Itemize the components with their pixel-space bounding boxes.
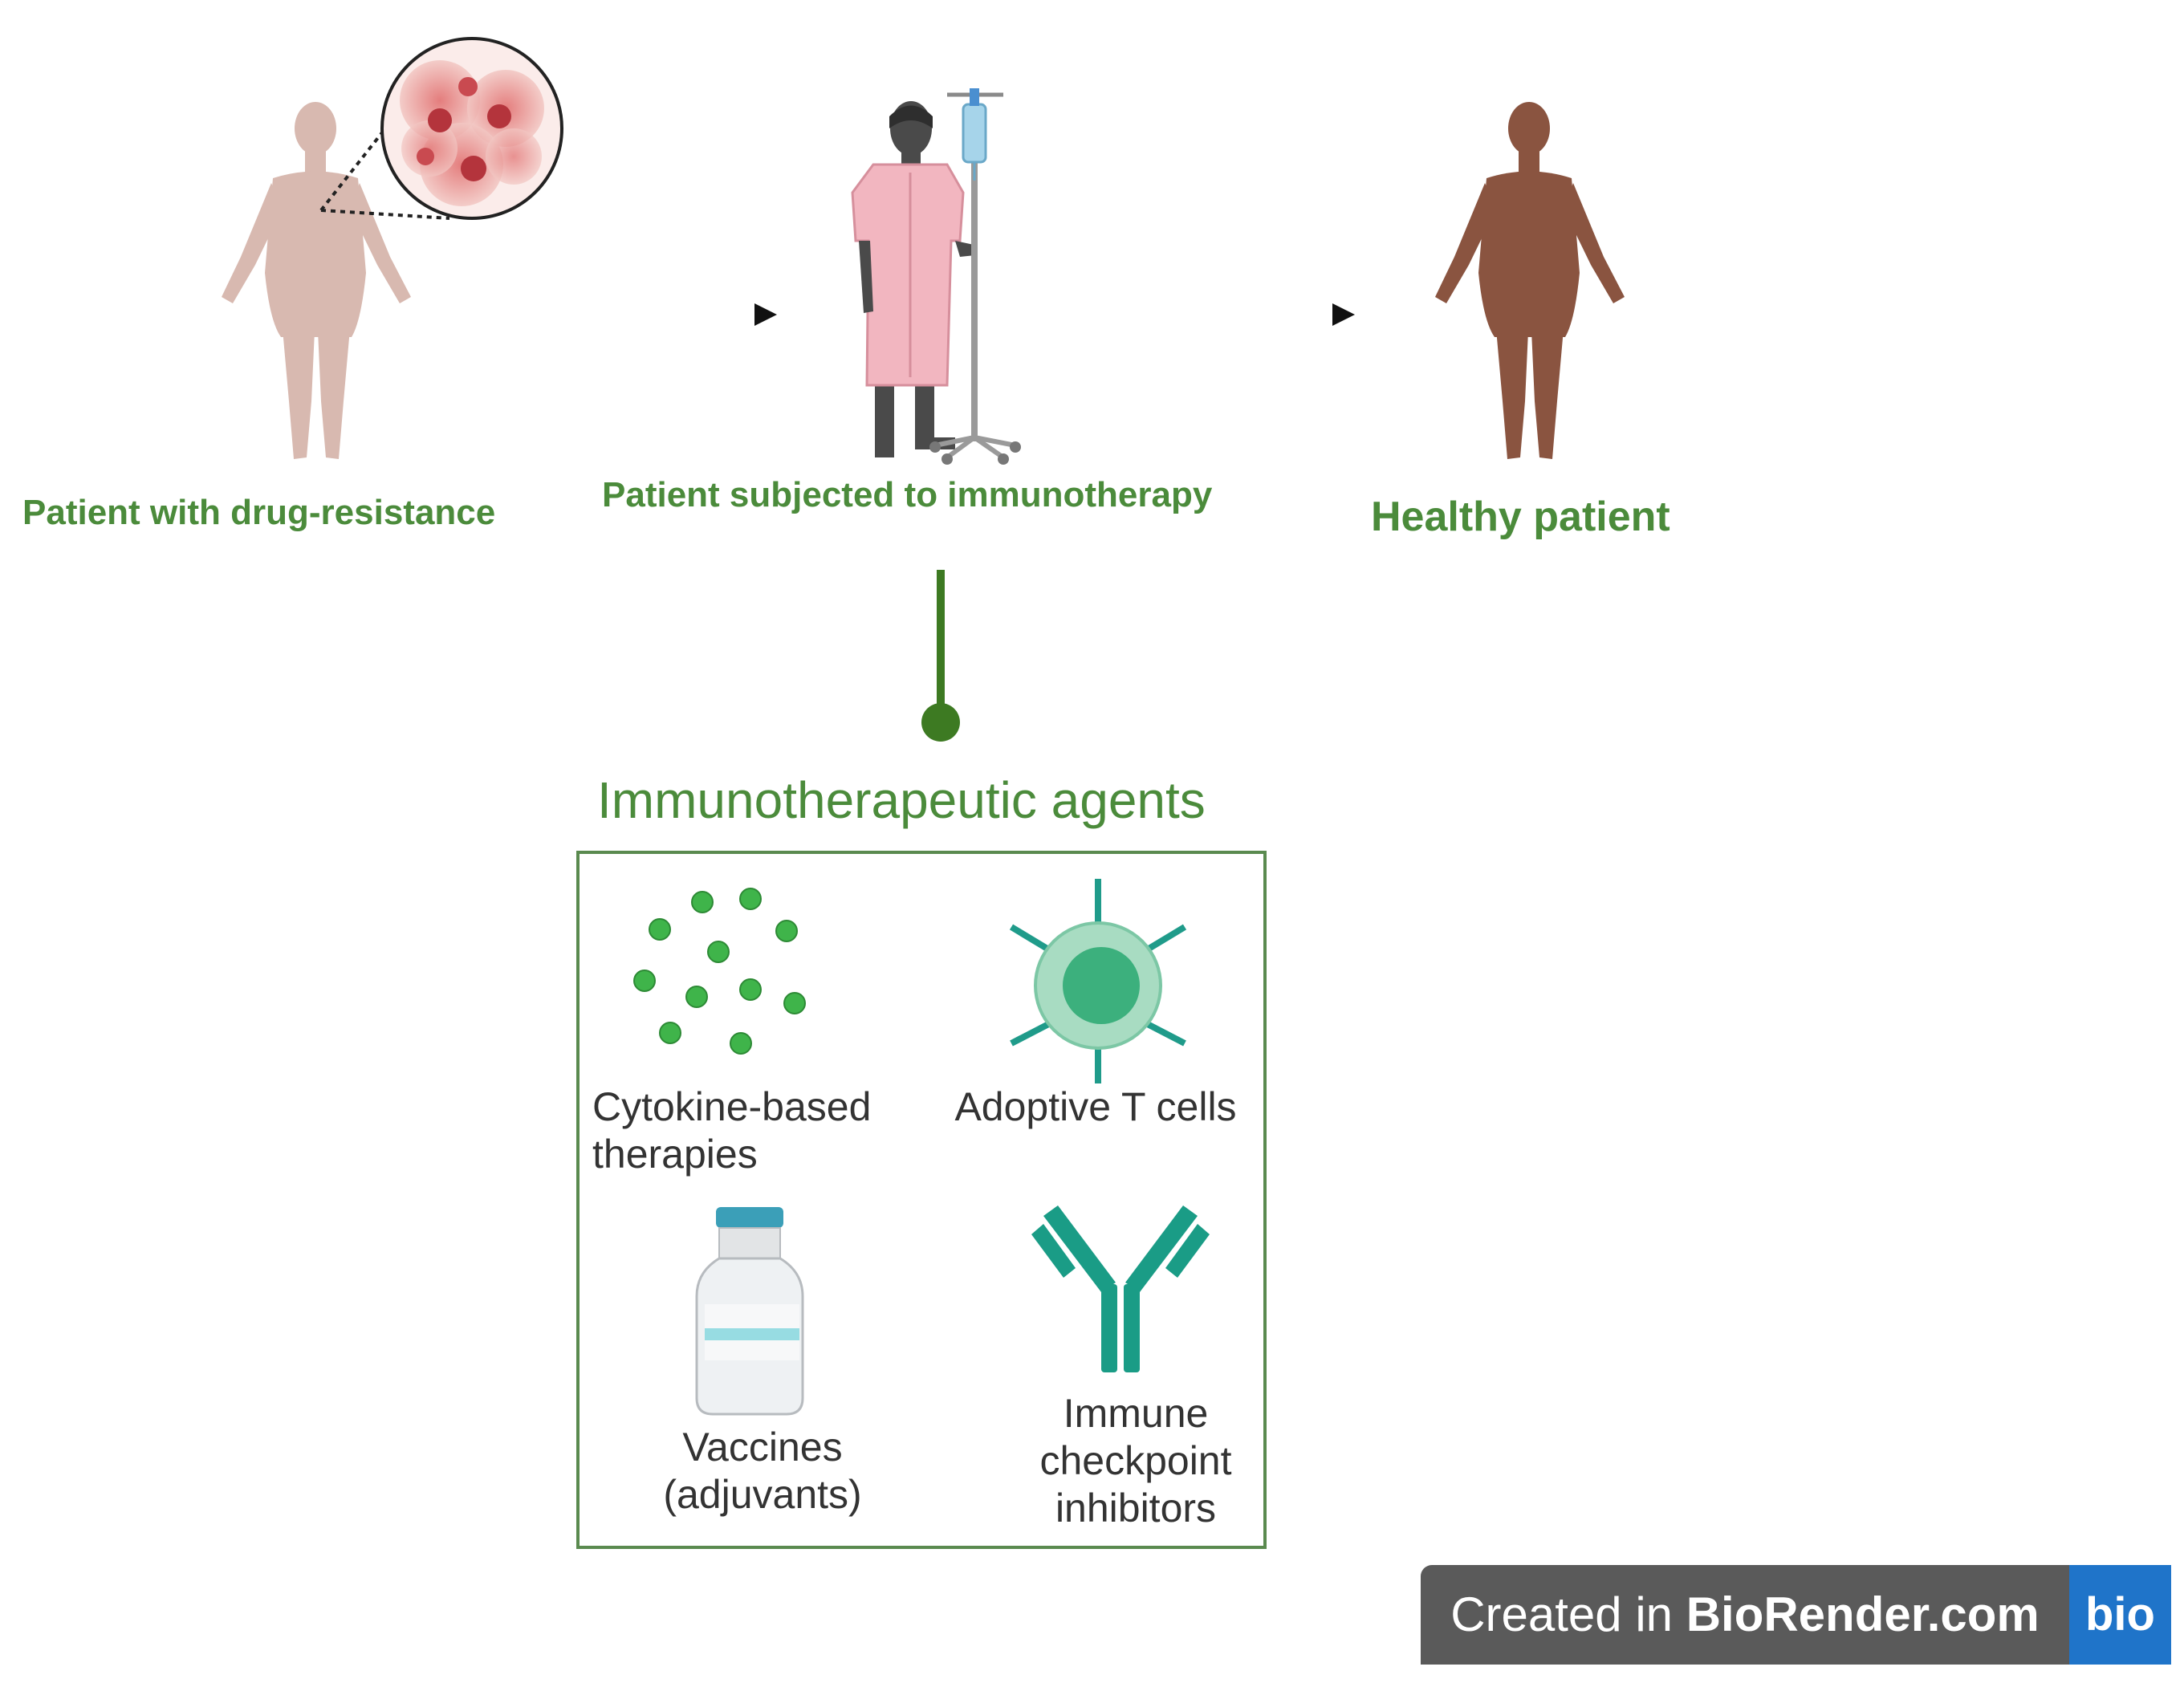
- agent-label-line: Adoptive T cells: [954, 1084, 1237, 1129]
- cytokine-dots-icon: [633, 888, 806, 1055]
- agents-connector-node: [921, 703, 960, 742]
- zoom-callout-lines: [319, 119, 450, 220]
- patient-therapy-figure-icon: [851, 101, 978, 457]
- agent-label-line: (adjuvants): [663, 1472, 862, 1517]
- agent-label-cytokine: Cytokine-based therapies: [592, 1083, 897, 1178]
- vaccine-vial-icon: [695, 1207, 804, 1416]
- patient-healthy-figure-icon: [1435, 102, 1625, 459]
- t-cell-icon: [1009, 879, 1187, 1083]
- patient-resistant-figure-icon: [222, 102, 411, 459]
- tumor-cells-icon: [380, 37, 563, 220]
- agent-label-line: Cytokine-based: [592, 1084, 872, 1129]
- agent-label-vaccines: Vaccines (adjuvants): [610, 1424, 915, 1518]
- agents-box: [576, 851, 1267, 1549]
- agent-label-t-cells: Adoptive T cells: [931, 1083, 1260, 1131]
- patient-therapy-label: Patient subjected to immunotherapy: [602, 475, 1213, 514]
- biorender-logo-icon: bio: [2069, 1565, 2171, 1665]
- agent-label-line: Immune: [1063, 1391, 1209, 1436]
- badge-brand: BioRender.com: [1686, 1587, 2040, 1641]
- patient-resistant-label: Patient with drug-resistance: [22, 493, 496, 532]
- patient-healthy-label: Healthy patient: [1371, 494, 1670, 540]
- agent-label-line: checkpoint: [1039, 1438, 1232, 1483]
- agent-label-line: therapies: [592, 1132, 758, 1177]
- agents-title: Immunotherapeutic agents: [597, 771, 1206, 829]
- agent-label-checkpoint: Immune checkpoint inhibitors: [979, 1390, 1292, 1532]
- badge-prefix: Created in: [1450, 1587, 1686, 1641]
- antibody-icon: [1031, 1205, 1210, 1372]
- agent-label-line: inhibitors: [1055, 1486, 1217, 1531]
- agent-label-line: Vaccines: [682, 1425, 843, 1470]
- biorender-badge[interactable]: Created in BioRender.com: [1421, 1565, 2069, 1665]
- flow-arrow-2-head: [1332, 303, 1355, 326]
- flow-arrow-1-head: [754, 303, 777, 326]
- iv-stand-icon: [929, 88, 1021, 465]
